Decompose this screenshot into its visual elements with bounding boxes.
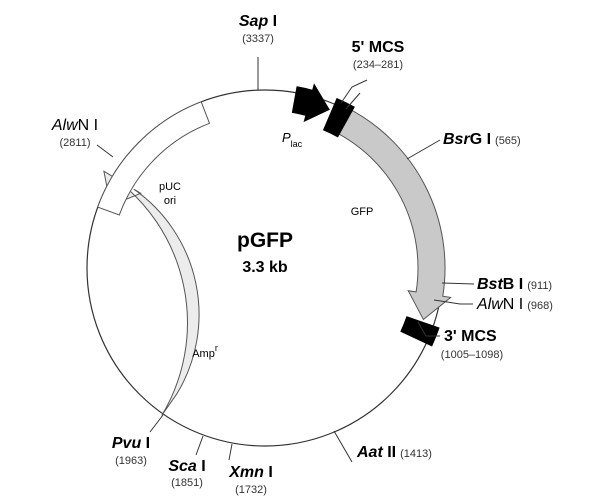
xmni-label: Xmn I [228, 464, 273, 481]
plac-promoter-arrow [291, 83, 330, 123]
alwni-2811-tick [96, 144, 114, 158]
pvui-position: (1963) [115, 455, 147, 467]
sapi-position: (3337) [242, 33, 274, 45]
plac-base: P [282, 130, 291, 145]
bstbi-tick [441, 282, 475, 285]
bstbi-label: BstB I(911) [477, 276, 552, 293]
alwni-968-label: AlwN I(968) [476, 296, 553, 313]
mcs3-range: (1005–1098) [441, 349, 503, 361]
bsrgi-label: BsrG I(565) [443, 131, 521, 148]
bsrgi-tick [406, 139, 441, 160]
mcs5-leader [340, 79, 368, 104]
ampr-base: Amp [192, 348, 215, 360]
ori-label: ori [164, 195, 176, 207]
mcs3-block [400, 316, 440, 347]
ampr-super: r [215, 343, 218, 353]
ampr-label: Ampr [192, 343, 218, 360]
plasmid-name: pGFP [237, 229, 293, 252]
aatii-tick [333, 430, 353, 463]
scai-position: (1851) [171, 477, 203, 489]
alwni-968-leader [433, 299, 473, 305]
alwni-2811-position: (2811) [60, 137, 91, 149]
scai-tick [195, 435, 204, 456]
mcs3-leader [417, 321, 440, 337]
alwni-2811-label: AlwN I [51, 117, 98, 134]
puc-ori-arrow [97, 101, 211, 216]
puc-label: pUC [159, 181, 181, 193]
mcs5-range: (234–281) [353, 59, 403, 71]
plac-sub: lac [291, 139, 303, 149]
mcs3-label: 3' MCS [444, 328, 497, 345]
mcs5-label: 5' MCS [352, 39, 405, 56]
xmni-tick [228, 443, 233, 461]
gfp-label: GFP [351, 206, 374, 218]
plac-label: Plac [282, 130, 303, 149]
plasmid-size: 3.3 kb [242, 259, 288, 276]
scai-label: Sca I [168, 458, 205, 475]
mcs5-leader-2 [345, 92, 361, 110]
gfp-arrow [333, 106, 452, 321]
pvui-tick [149, 414, 164, 433]
sapi-label: Sap I [239, 13, 277, 30]
aatii-label: Aat II(1413) [356, 444, 432, 461]
xmni-position: (1732) [235, 484, 267, 496]
pvui-label: Pvu I [112, 435, 150, 452]
